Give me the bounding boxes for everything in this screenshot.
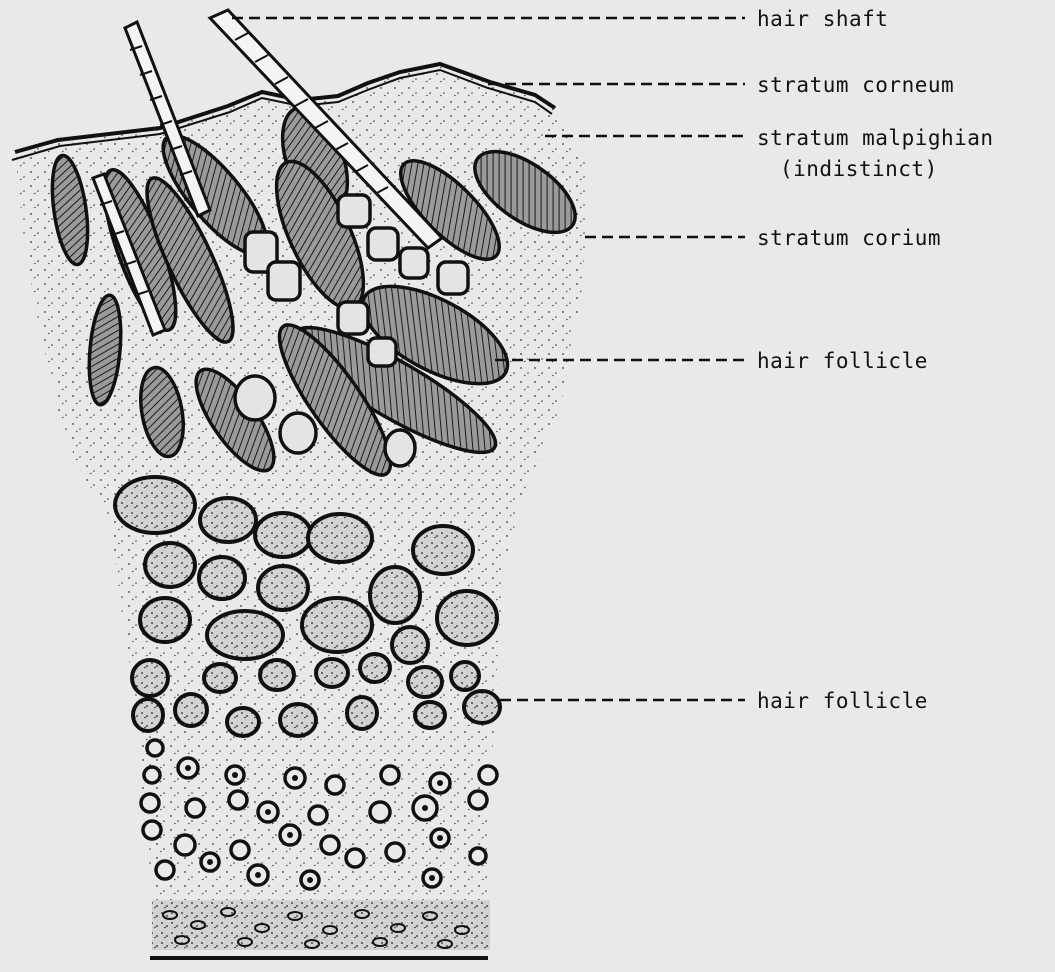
label-hair-follicle-upper: hair follicle <box>757 349 928 373</box>
label-hair-follicle-lower: hair follicle <box>757 689 928 713</box>
label-stratum-corium: stratum corium <box>757 226 941 250</box>
label-stratum-malpighian: stratum malpighian <box>757 126 994 150</box>
label-stratum-malpighian-note: (indistinct) <box>780 157 938 181</box>
basal-band <box>150 900 490 958</box>
label-stratum-corneum: stratum corneum <box>757 73 954 97</box>
label-hair-shaft: hair shaft <box>757 7 888 31</box>
